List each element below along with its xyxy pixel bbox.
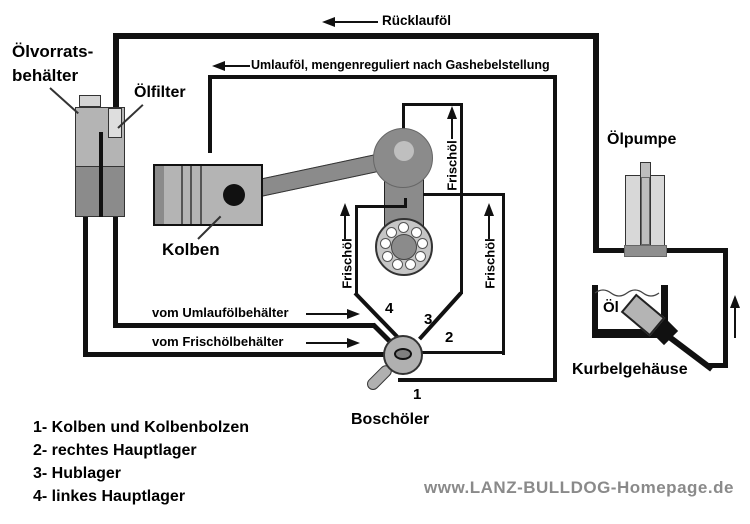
legend-item-3: 3- Hublager [33,465,122,482]
crankcase-outlet-horizontal [707,363,728,368]
crankcase-wall-left [592,285,598,336]
watermark: www.LANZ-BULLDOG-Homepage.de [424,478,734,497]
oiler-port1-pipe [398,378,557,382]
port4-vertical-line [355,205,358,295]
port2-vertical-line [502,193,505,355]
bearing-ball [417,238,428,249]
bearing-ball [415,251,426,262]
return-oil-arrow-shaft [334,21,378,23]
bearing-ball [392,259,403,270]
crank-pin-bore [394,141,414,161]
oil-filter-label: Ölfilter [134,84,186,101]
fresh-oil-left-arrowhead [340,203,350,216]
return-pipe-right-vertical [593,33,599,250]
tank-outlet-pipe-left [83,217,88,357]
piston-ring-groove-1 [181,166,183,224]
pump-plunger-rod-lower [641,177,650,245]
legend-item-2: 2- rechtes Hauptlager [33,442,197,459]
cylinder-feed-pipe [208,79,212,153]
tank-cap [79,95,101,107]
riser-up-arrowhead [730,295,740,308]
tank-outlet-pipe-right [113,217,118,328]
port2-horizontal-upper [423,193,505,196]
piston-pin [223,184,245,206]
crankcase-riser-pipe [723,248,728,368]
piston-ring-groove-2 [190,166,192,224]
fresh-oil-left-arrow-shaft [344,215,346,239]
tank-dipstick [99,132,103,217]
bearing-ball [411,227,422,238]
from-circulating-arrow-shaft [306,313,348,315]
port4-stub [404,198,407,206]
return-pipe-top [113,33,599,39]
return-oil-arrowhead [322,17,335,27]
from-fresh-arrow-shaft [306,342,348,344]
port3-vertical-line [460,103,463,294]
circulating-feed-pipe [113,323,375,328]
circulating-oil-pipe-top [208,75,556,79]
oil-reservoir-label-line2: behälter [12,66,79,85]
crankcase-label: Kurbelgehäuse [572,361,688,378]
return-oil-label: Rücklauföl [382,13,452,28]
bearing-ball [398,222,409,233]
bosch-oiler-label: Boschöler [351,411,430,428]
bearing-ball [382,251,393,262]
oil-label: Öl [603,299,619,316]
circulating-oil-arrowhead [212,61,225,71]
oil-pump-label: Ölpumpe [607,131,677,148]
port-number-2: 2 [445,329,454,346]
piston-ring-groove-3 [200,166,202,224]
oiler-adjuster-slot [394,348,412,360]
fresh-oil-label-right: Frischöl [482,238,498,289]
port-number-3: 3 [424,311,433,328]
port-number-1: 1 [413,386,422,403]
piston-crown-strip [155,166,164,224]
from-circulating-arrowhead [347,309,360,319]
from-fresh-tank-label: vom Frischölbehälter [152,334,284,349]
pump-base [624,245,667,257]
oil-surface-wave [594,289,660,297]
fresh-oil-feed-pipe [83,352,390,357]
bearing-ball [405,259,416,270]
fresh-oil-label-left: Frischöl [339,238,355,289]
piston-label: Kolben [162,240,220,259]
fresh-oil-right-arrowhead [484,203,494,216]
from-circulating-tank-label: vom Umlaufölbehälter [152,305,289,320]
fresh-oil-right-arrow-shaft [488,215,490,239]
port-number-4: 4 [385,300,394,317]
bearing-ball [380,238,391,249]
return-pipe-into-tank [113,39,119,107]
circulating-oil-arrow-shaft [224,65,250,67]
circulating-oil-label: Umlauföl, mengenreguliert nach Gashebels… [251,58,550,72]
piston-body [153,164,263,226]
crankcase-bottom [592,329,672,338]
fresh-oil-label-mid: Frischöl [444,140,460,191]
crankcase-wall-right [661,285,668,329]
legend-item-1: 1- Kolben und Kolbenbolzen [33,419,249,436]
port2-horizontal-lower [421,351,505,354]
port3-crankpin-stub [402,103,405,131]
bearing-hub [391,234,417,260]
circulating-oil-pipe-right [553,75,557,382]
fresh-oil-mid-arrowhead [447,106,457,119]
from-fresh-arrowhead [347,338,360,348]
fresh-oil-mid-arrow-shaft [451,118,453,139]
port4-horizontal-line [355,205,407,208]
legend-item-4: 4- linkes Hauptlager [33,488,186,505]
port3-top-horizontal [402,103,463,106]
bearing-ball [386,227,397,238]
oil-reservoir-label-line1: Ölvorrats- [12,42,94,61]
riser-up-arrow-shaft [734,307,736,338]
reservoir-pointer-line [49,87,79,115]
